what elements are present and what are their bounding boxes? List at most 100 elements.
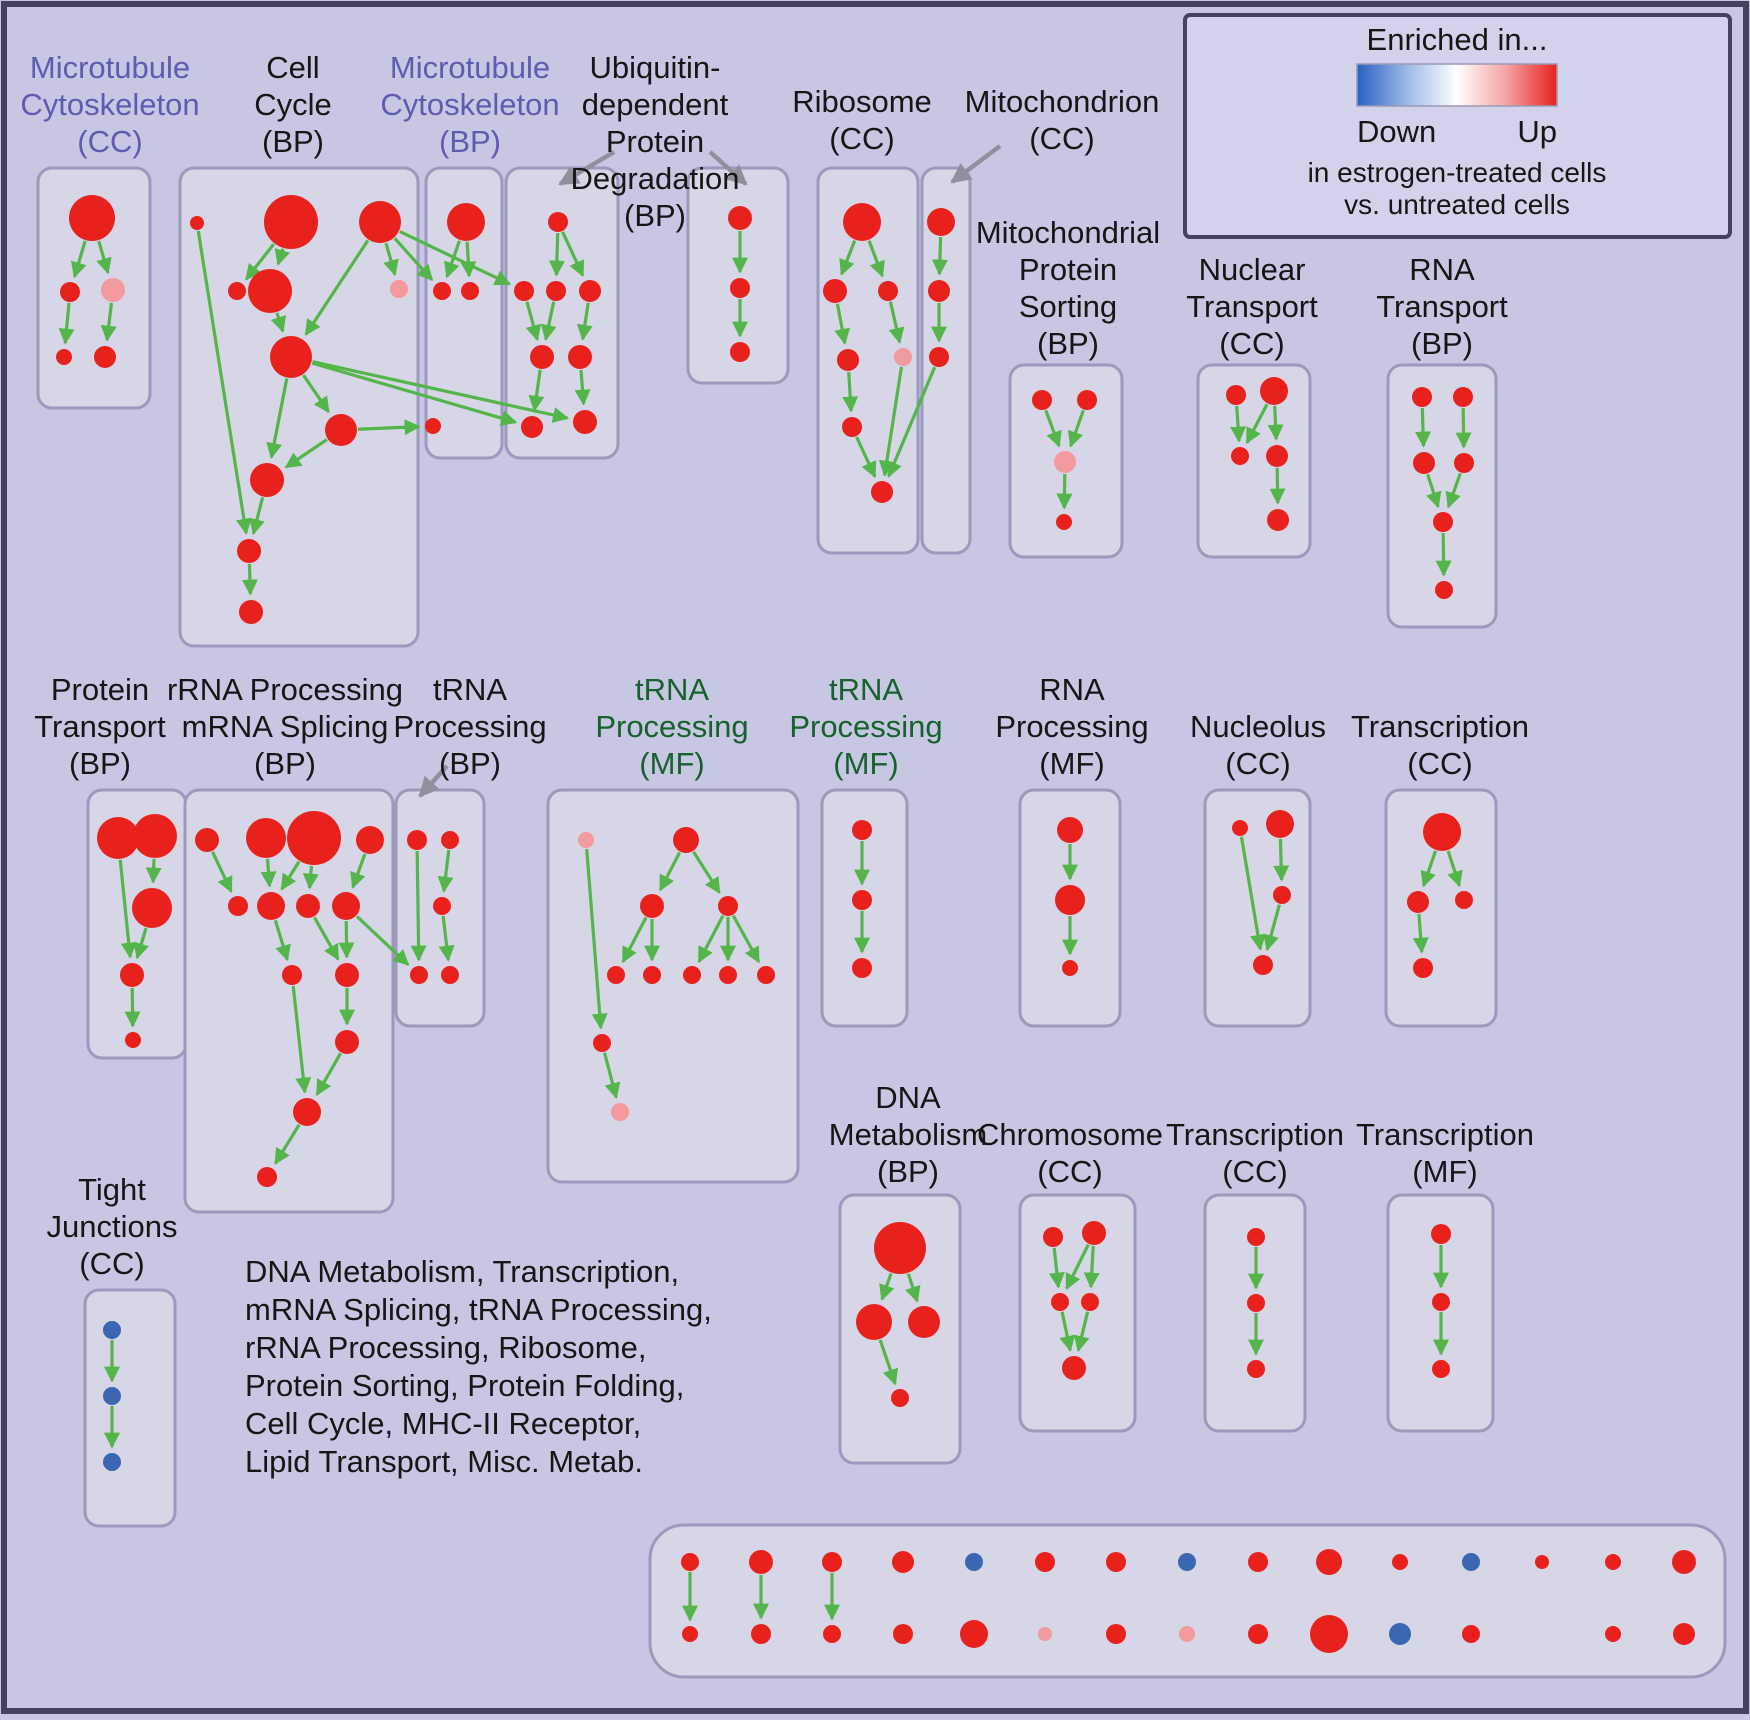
go-term-node-rt5 <box>1433 512 1453 532</box>
go-term-node-rp2 <box>1055 885 1085 915</box>
go-term-node-nt5 <box>1267 509 1289 531</box>
nuclear-transport-box <box>1196 363 1312 559</box>
go-term-node-ub4 <box>579 280 601 302</box>
chromosome-box <box>1018 1193 1137 1433</box>
nucleolus-box <box>1203 788 1312 1028</box>
go-term-node-zb2 <box>751 1624 771 1644</box>
go-term-node-zb14 <box>1673 1623 1695 1645</box>
edge-nc1-nc4 <box>1239 836 1266 951</box>
edge-cc3-cc6 <box>383 242 399 277</box>
edge-pt1-pt4 <box>118 859 137 959</box>
go-term-node-rr13 <box>257 1167 277 1187</box>
go-term-node-ch5 <box>1062 1356 1086 1380</box>
go-term-node-tj2 <box>103 1387 121 1405</box>
rrna-box <box>183 788 395 1214</box>
edge-nt4-nt5 <box>1269 467 1286 505</box>
edge-cc8-mb4 <box>357 419 421 436</box>
go-term-node-za4 <box>892 1551 914 1573</box>
edge-ch4-ch5 <box>1073 1311 1090 1353</box>
edge-rt3-rt5 <box>1426 473 1442 509</box>
label-pointer-arrows <box>418 144 1002 798</box>
go-term-node-nc1 <box>1232 820 1248 836</box>
go-term-node-ub7 <box>521 416 543 438</box>
legend-caption-line2: vs. untreated cells <box>1344 189 1570 220</box>
go-term-node-nt2 <box>1260 377 1288 405</box>
edge-cc7-cc8 <box>302 374 330 414</box>
edge-ps2-ps3 <box>1067 409 1085 448</box>
go-term-node-zb10 <box>1310 1615 1348 1653</box>
go-term-node-za3 <box>822 1552 842 1572</box>
go-term-node-rr1 <box>195 828 219 852</box>
go-term-node-cc4 <box>228 282 246 300</box>
go-term-node-ub3 <box>546 281 566 301</box>
go-term-node-ps2 <box>1077 390 1097 410</box>
go-term-node-nc4 <box>1253 955 1273 975</box>
edge-ub3-ub5 <box>540 301 557 341</box>
go-term-node-tf2 <box>852 890 872 910</box>
label-transcription-cc-mid: Transcription(CC) <box>1351 709 1529 781</box>
go-term-node-rt4 <box>1454 453 1474 473</box>
label-chromosome: Chromosome(CC) <box>977 1117 1163 1189</box>
edge-rt2-rt4 <box>1455 407 1472 449</box>
edge-ch2-ch3 <box>1065 1243 1090 1290</box>
go-term-node-za10 <box>1316 1549 1342 1575</box>
go-term-node-rr10 <box>335 963 359 987</box>
go-term-node-ch4 <box>1081 1293 1099 1311</box>
edge-rr12-rr13 <box>274 1123 301 1165</box>
go-term-node-nc2 <box>1266 810 1294 838</box>
go-term-node-za9 <box>1248 1552 1268 1572</box>
edge-mc2-mc4 <box>58 302 75 345</box>
go-term-node-rb4 <box>837 349 859 371</box>
go-term-node-tm5 <box>607 966 625 984</box>
go-term-node-ps1 <box>1032 390 1052 410</box>
edge-ub4-ub6 <box>576 302 593 341</box>
go-term-node-za13 <box>1535 1555 1549 1569</box>
go-term-node-pt1 <box>97 817 139 859</box>
edge-tm4-tm9 <box>731 914 761 964</box>
edge-mc3-mc5 <box>100 302 117 342</box>
edge-td2-td3 <box>437 849 454 893</box>
edge-cc10-cc11 <box>241 563 258 596</box>
go-term-node-tf3 <box>852 958 872 978</box>
go-term-node-uv1 <box>728 206 752 230</box>
go-term-node-cc9 <box>250 463 284 497</box>
legend-down-label: Down <box>1357 114 1436 149</box>
go-term-node-tm9 <box>757 966 775 984</box>
arrow-to-mitochondrion-box <box>950 144 1002 184</box>
go-term-node-cc5 <box>248 269 292 313</box>
go-term-node-mc3 <box>101 278 125 302</box>
go-term-node-ub6 <box>568 345 592 369</box>
go-term-node-za7 <box>1106 1552 1126 1572</box>
edge-pt4-pt5 <box>124 987 141 1028</box>
go-term-node-rb6 <box>842 417 862 437</box>
edge-ub5-ub7 <box>528 369 545 412</box>
label-transcription-cc-bottom: Transcription(CC) <box>1166 1117 1344 1189</box>
go-term-node-tm11 <box>611 1103 629 1121</box>
edge-rb3-rb5 <box>888 301 905 344</box>
go-term-node-td1 <box>407 830 427 850</box>
go-term-node-tf1 <box>852 820 872 840</box>
misc-box <box>648 1523 1727 1679</box>
edge-rb4-rb6 <box>842 371 859 413</box>
dna-metab-box <box>838 1193 962 1465</box>
label-transcription-mf: Transcription(MF) <box>1356 1117 1534 1189</box>
edge-rb1-rb2 <box>839 240 857 276</box>
label-nucleolus: Nucleolus(CC) <box>1190 709 1326 781</box>
edge-cc2-cc5 <box>274 248 290 266</box>
edge-ps1-ps3 <box>1044 409 1062 448</box>
go-term-node-rb2 <box>823 279 847 303</box>
edge-rr3-rr6 <box>280 860 301 891</box>
label-mitochondrion: Mitochondrion(CC) <box>965 84 1160 156</box>
go-term-node-tc3 <box>1455 891 1473 909</box>
edge-ub6-ub8 <box>574 369 591 406</box>
edge-cc7-ub8 <box>312 360 569 423</box>
go-term-node-tx3 <box>1432 1360 1450 1378</box>
